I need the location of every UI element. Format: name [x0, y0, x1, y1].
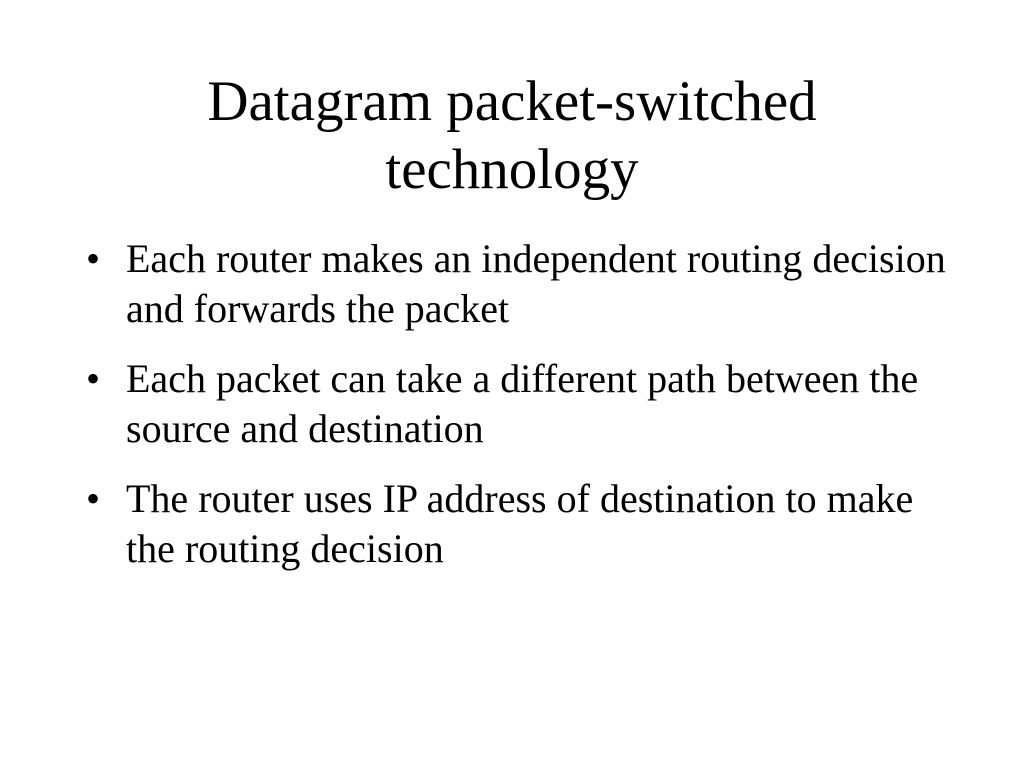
bullet-item: • Each router makes an independent routi…: [86, 234, 946, 334]
bullet-text: Each packet can take a different path be…: [126, 356, 919, 451]
bullet-marker: •: [86, 356, 101, 401]
bullet-item: • The router uses IP address of destinat…: [86, 474, 946, 574]
slide-title: Datagram packet-switched technology: [207, 70, 817, 201]
bullet-item: • Each packet can take a different path …: [86, 354, 946, 454]
bullet-list: • Each router makes an independent routi…: [86, 234, 946, 594]
bullet-marker: •: [86, 476, 101, 521]
bullet-marker: •: [86, 236, 101, 281]
bullet-text: The router uses IP address of destinatio…: [126, 476, 914, 571]
bullet-text: Each router makes an independent routing…: [126, 236, 946, 331]
